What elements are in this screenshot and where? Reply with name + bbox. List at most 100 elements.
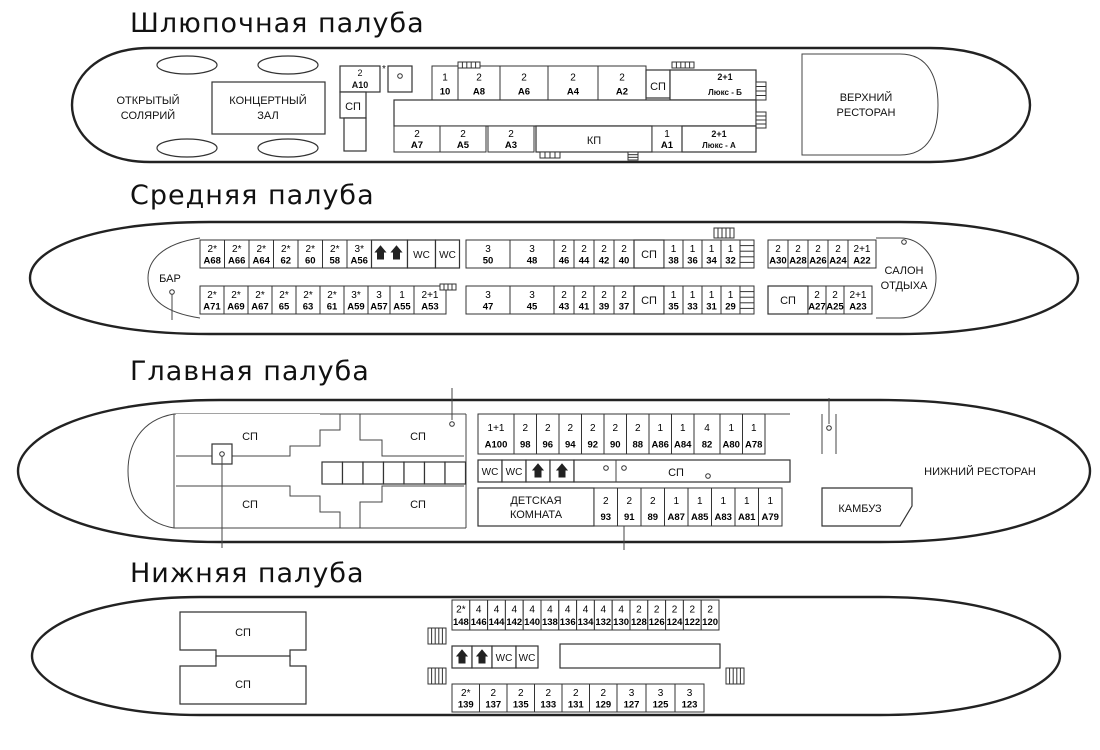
main-cabin-91[interactable]: 291 xyxy=(617,487,642,527)
middle-cabin-А56[interactable]: 3*А56 xyxy=(346,239,372,269)
middle-cabin-65[interactable]: 2*65 xyxy=(271,285,297,315)
main-cabin-94[interactable]: 294 xyxy=(558,413,582,455)
boat-cabin-А1[interactable]: 1А1 xyxy=(651,125,683,153)
middle-cabin-50[interactable]: 350 xyxy=(465,239,511,269)
middle-cabin-48[interactable]: 348 xyxy=(509,239,555,269)
main-cabin-89[interactable]: 289 xyxy=(640,487,665,527)
middle-cabin-40[interactable]: 240 xyxy=(613,239,635,269)
boat-cabin-А4[interactable]: 2А4 xyxy=(547,65,599,101)
middle-cabin-58[interactable]: 2*58 xyxy=(322,239,348,269)
middle-cabin-А59[interactable]: 3*А59 xyxy=(343,285,369,315)
middle-cabin-42[interactable]: 242 xyxy=(593,239,615,269)
main-cabin-96[interactable]: 296 xyxy=(536,413,560,455)
boat-cabin-А3[interactable]: 2А3 xyxy=(487,125,535,153)
middle-cabin-А68[interactable]: 2*А68 xyxy=(199,239,225,269)
middle-cabin-47[interactable]: 347 xyxy=(465,285,511,315)
middle-cabin-39[interactable]: 239 xyxy=(593,285,615,315)
main-cabin-88[interactable]: 288 xyxy=(626,413,650,455)
middle-cabin-А67[interactable]: 2*А67 xyxy=(247,285,273,315)
boat-sp-right-label: СП xyxy=(650,81,666,93)
boat-cabin-А6[interactable]: 2А6 xyxy=(499,65,549,101)
middle-cabin-62[interactable]: 2*62 xyxy=(273,239,299,269)
boat-cabin-10[interactable]: 110 xyxy=(431,65,459,101)
middle-cabin-37[interactable]: 237 xyxy=(613,285,635,315)
middle-cabin-34[interactable]: 134 xyxy=(701,239,722,269)
boat-cabin-А7-number: А7 xyxy=(411,140,423,151)
middle-cabin-61[interactable]: 2*61 xyxy=(319,285,345,315)
middle-cabin-43[interactable]: 243 xyxy=(553,285,575,315)
middle-cabin-А64[interactable]: 2*А64 xyxy=(248,239,274,269)
middle-cabin-41[interactable]: 241 xyxy=(573,285,595,315)
middle-cabin-33[interactable]: 133 xyxy=(682,285,703,315)
middle-cabin-63[interactable]: 2*63 xyxy=(295,285,321,315)
middle-cabin-35[interactable]: 135 xyxy=(663,285,684,315)
middle-cabin-46[interactable]: 246 xyxy=(553,239,575,269)
middle-cabin-31[interactable]: 131 xyxy=(701,285,722,315)
main-cabin-90[interactable]: 290 xyxy=(603,413,627,455)
main-cabin-82[interactable]: 482 xyxy=(693,413,721,455)
middle-cabin-32[interactable]: 132 xyxy=(720,239,741,269)
lower-cabin-148[interactable]: 2*148 xyxy=(451,599,471,631)
middle-cabin-38[interactable]: 138 xyxy=(663,239,684,269)
boat-cabin-А7[interactable]: 2А7 xyxy=(393,125,441,153)
main-cabin-92[interactable]: 292 xyxy=(581,413,605,455)
main-cabin-93[interactable]: 293 xyxy=(593,487,618,527)
middle-cabin-А66[interactable]: 2*А66 xyxy=(224,239,250,269)
middle-cabin-36[interactable]: 136 xyxy=(682,239,703,269)
middle-cabin-А69[interactable]: 2*А69 xyxy=(223,285,249,315)
middle-cabin-45[interactable]: 345 xyxy=(509,285,555,315)
middle-cabin-А71[interactable]: 2*А71 xyxy=(199,285,225,315)
boat-cabin-А2[interactable]: 2А2 xyxy=(597,65,647,101)
middle-cabin-60[interactable]: 2*60 xyxy=(297,239,323,269)
lower-cabin-139[interactable]: 2*139 xyxy=(451,683,480,713)
boat-cabin-А5[interactable]: 2А5 xyxy=(439,125,487,153)
boat-cabin-А8[interactable]: 2А8 xyxy=(457,65,501,101)
middle-cabin-44[interactable]: 244 xyxy=(573,239,595,269)
main-cabin-98[interactable]: 298 xyxy=(513,413,537,455)
middle-cabin-29[interactable]: 129 xyxy=(720,285,741,315)
